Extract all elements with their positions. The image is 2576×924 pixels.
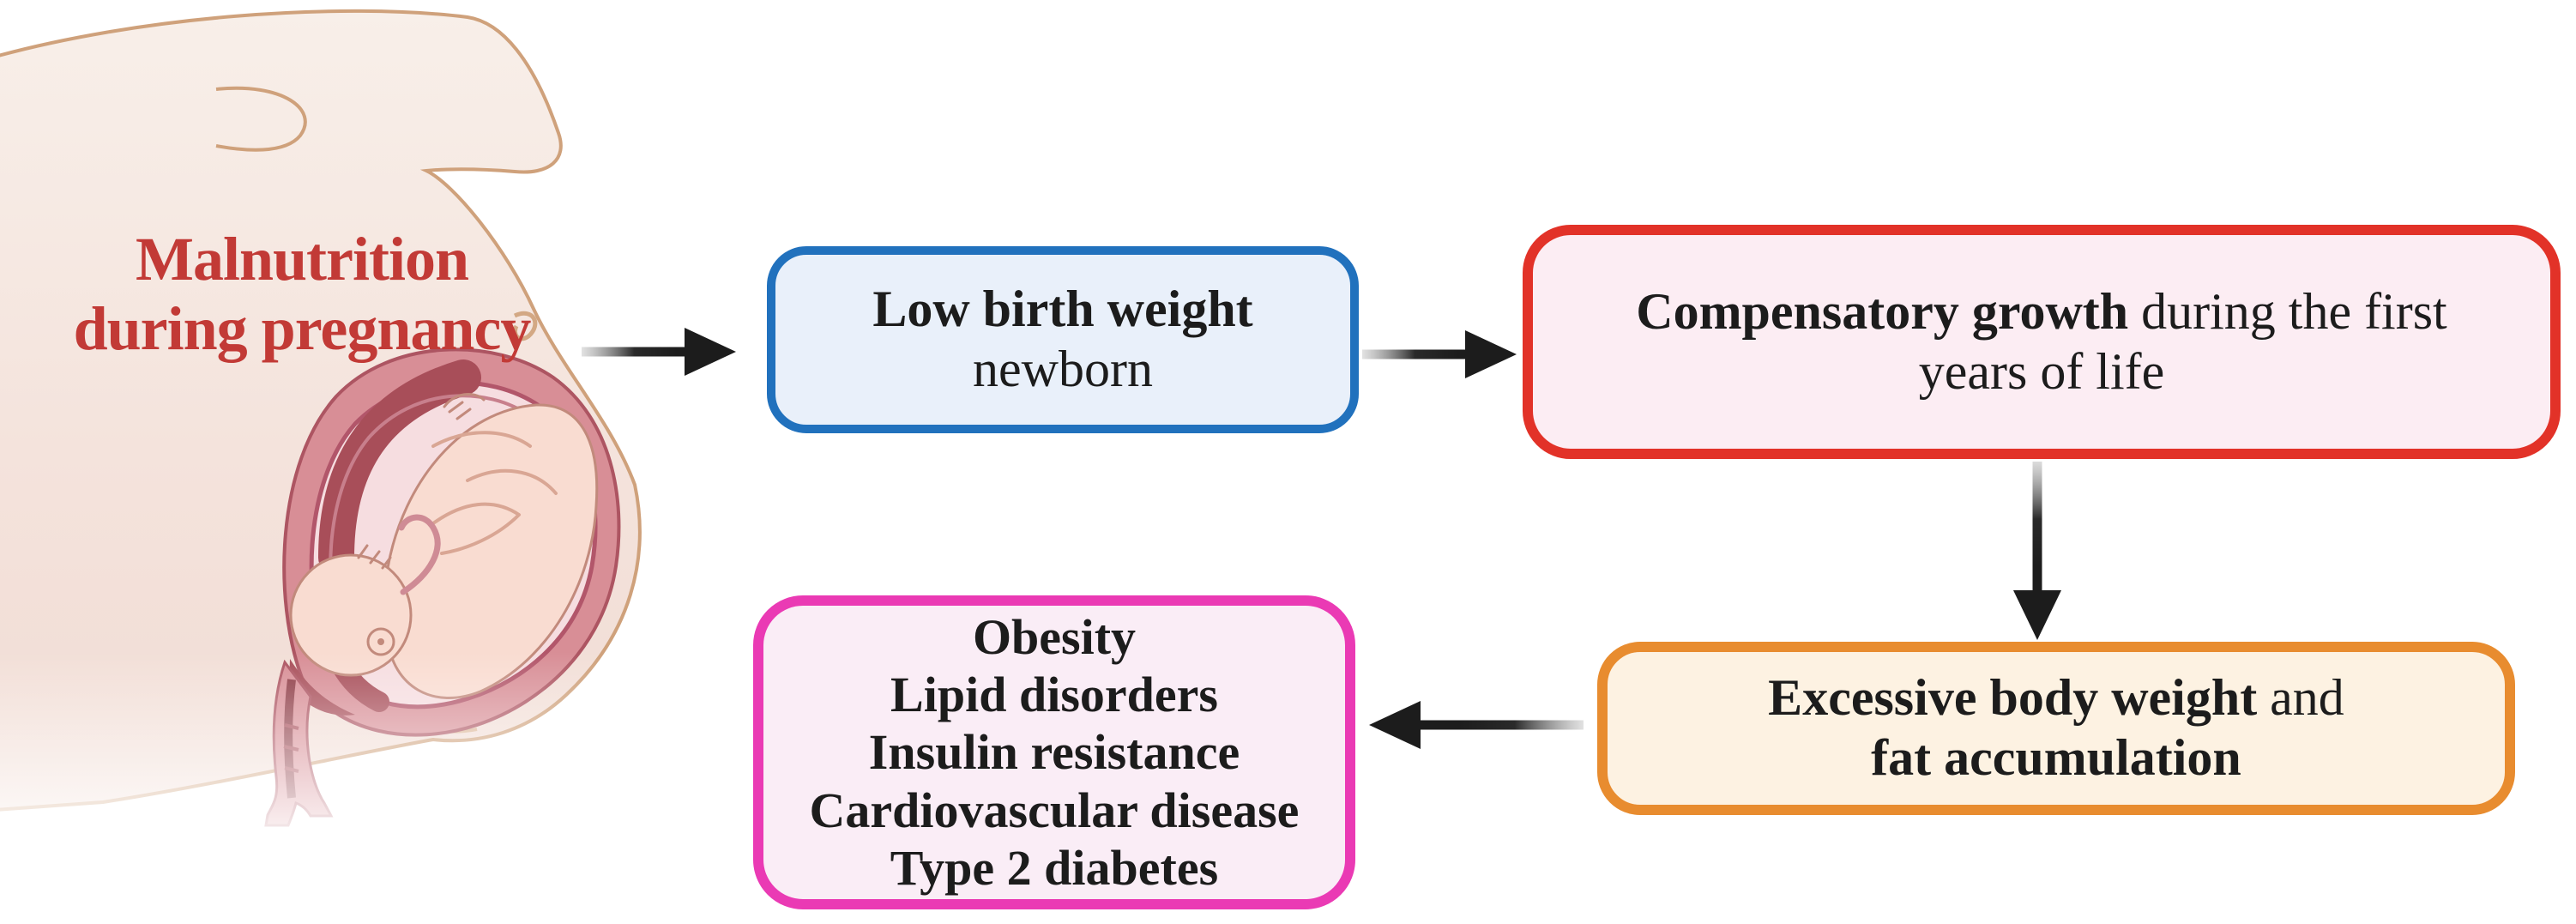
fetus-arm-crease <box>431 502 521 555</box>
fetus-ear-dot <box>377 638 384 645</box>
node-text-bold: Excessive body weight <box>1768 669 2258 727</box>
heading-line1: Malnutrition <box>135 225 469 293</box>
node-text: and <box>2257 669 2344 727</box>
node-line: Excessive body weight and <box>1768 668 2344 728</box>
node-compensatory-growth: Compensatory growth during the first yea… <box>1523 225 2561 459</box>
pregnant-woman-illustration <box>0 9 712 924</box>
node-line: Compensatory growth during the first <box>1636 282 2446 342</box>
arrow-down-icon <box>2013 462 2061 640</box>
outcome-item: Type 2 diabetes <box>890 839 1219 896</box>
outcome-item: Lipid disorders <box>890 667 1218 723</box>
node-low-birth-weight: Low birth weight newborn <box>767 246 1359 433</box>
breast-contour-line <box>215 86 307 152</box>
node-text: newborn <box>973 341 1153 397</box>
node-line: Low birth weight <box>872 280 1252 340</box>
navel-mark <box>513 311 538 341</box>
node-line: fat accumulation <box>1871 728 2241 788</box>
umbilical-cord <box>398 514 441 595</box>
node-text: years of life <box>1918 342 2165 400</box>
node-outcomes: Obesity Lipid disorders Insulin resistan… <box>753 595 1355 909</box>
node-text-bold: Low birth weight <box>872 281 1253 338</box>
arrow-left-icon <box>1369 701 1584 749</box>
node-excessive-weight: Excessive body weight and fat accumulati… <box>1597 642 2515 815</box>
node-text-bold: Compensatory growth <box>1636 282 2129 340</box>
outcome-item: Insulin resistance <box>868 724 1240 781</box>
node-text-bold: fat accumulation <box>1871 729 2241 786</box>
node-line: newborn <box>973 340 1153 400</box>
fetus-hand <box>443 392 486 420</box>
node-text: during the first <box>2128 282 2447 340</box>
heading-malnutrition: Malnutrition during pregnancy <box>24 225 580 363</box>
node-line: years of life <box>1919 342 2165 402</box>
heading-line2: during pregnancy <box>73 293 532 363</box>
fetus-leg-creases <box>431 431 558 495</box>
body-fade <box>0 652 712 924</box>
outcome-item: Obesity <box>972 608 1137 665</box>
arrow-right-icon <box>1362 330 1517 378</box>
outcome-item: Cardiovascular disease <box>809 782 1300 838</box>
fetus-face-strokes <box>357 544 392 570</box>
